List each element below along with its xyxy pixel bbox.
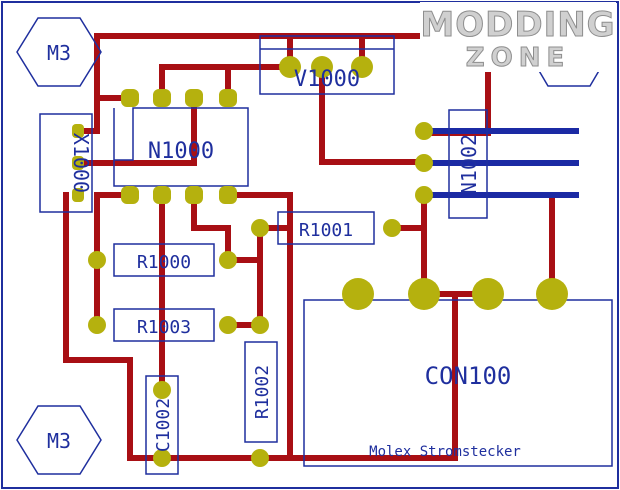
logo-line1: MODDING bbox=[420, 5, 615, 45]
pad-con100-3 bbox=[472, 278, 504, 310]
pad-n1000-3 bbox=[185, 89, 203, 107]
r1000-outline bbox=[113, 243, 215, 277]
pad-v1000-2 bbox=[311, 56, 333, 78]
pad-r1000-1 bbox=[88, 251, 106, 269]
n1002-leads bbox=[421, 128, 579, 198]
pad-n1002-2 bbox=[415, 154, 433, 172]
trace-x1000-mid bbox=[77, 95, 197, 166]
r1002-label: R1002 bbox=[252, 365, 273, 419]
n1002-outline bbox=[448, 109, 488, 219]
r1001-outline bbox=[277, 211, 375, 245]
logo-line2: ZONE bbox=[466, 43, 570, 73]
pads bbox=[72, 56, 568, 467]
mounting-hole-bottom-outline bbox=[16, 405, 102, 475]
pad-n1000-4 bbox=[219, 89, 237, 107]
con100-outline bbox=[303, 299, 613, 467]
pad-n1000-5 bbox=[219, 186, 237, 204]
pad-n1000-6 bbox=[185, 186, 203, 204]
r1000-label: R1000 bbox=[137, 252, 191, 273]
pad-n1000-1 bbox=[121, 89, 139, 107]
con100-description: Molex Stromstecker bbox=[369, 444, 521, 460]
pad-r1002-1 bbox=[251, 316, 269, 334]
n1000-label: N1000 bbox=[148, 139, 214, 164]
pad-x1000-1 bbox=[72, 124, 84, 138]
c1002-label: C1002 bbox=[153, 398, 174, 452]
pad-r1002-2 bbox=[251, 449, 269, 467]
pad-c1002-2 bbox=[153, 449, 171, 467]
n1002-label: N1002 bbox=[457, 134, 481, 194]
pad-r1001-1 bbox=[251, 219, 269, 237]
x1000-outline bbox=[39, 113, 93, 213]
v1000-outline bbox=[259, 35, 395, 95]
labels: M3 M3 V1000 N1000 X1000 N1002 R1000 R100… bbox=[47, 41, 521, 460]
pad-n1002-3 bbox=[415, 186, 433, 204]
modding-zone-logo: MODDING ZONE bbox=[420, 2, 616, 74]
trace-v1000-mid-down bbox=[319, 64, 395, 165]
trace-n1000-pin2-up bbox=[159, 64, 293, 101]
mounting-hole-top-label: M3 bbox=[47, 41, 71, 65]
pad-n1002-1 bbox=[415, 122, 433, 140]
c1002-outline bbox=[145, 375, 179, 475]
pad-n1000-7 bbox=[153, 186, 171, 204]
pad-x1000-3 bbox=[72, 188, 84, 202]
pad-r1000-2 bbox=[219, 251, 237, 269]
mounting-hole-top-outline bbox=[16, 17, 102, 87]
x1000-label: X1000 bbox=[69, 133, 93, 193]
n1000-outline bbox=[113, 107, 249, 187]
trace-n1000-pin6 bbox=[191, 192, 231, 263]
logo-background bbox=[420, 2, 616, 72]
pad-v1000-3 bbox=[351, 56, 373, 78]
trace-n1000-pin8-left bbox=[94, 192, 133, 328]
r1003-label: R1003 bbox=[137, 317, 191, 338]
pad-v1000-1 bbox=[279, 56, 301, 78]
pad-r1003-1 bbox=[88, 316, 106, 334]
pad-r1003-2 bbox=[219, 316, 237, 334]
pad-c1002-1 bbox=[153, 381, 171, 399]
mounting-hole-bottom-label: M3 bbox=[47, 429, 71, 453]
r1003-outline bbox=[113, 308, 215, 342]
silkscreen bbox=[16, 17, 613, 475]
pad-n1000-8 bbox=[121, 186, 139, 204]
con100-label: CON100 bbox=[425, 362, 512, 390]
r1002-outline bbox=[244, 341, 278, 443]
pad-x1000-2 bbox=[72, 156, 84, 170]
pad-con100-1 bbox=[342, 278, 374, 310]
pad-con100-2 bbox=[408, 278, 440, 310]
trace-bottom-to-con bbox=[257, 291, 458, 461]
r1001-label: R1001 bbox=[299, 220, 353, 241]
pad-con100-4 bbox=[536, 278, 568, 310]
v1000-label: V1000 bbox=[294, 67, 360, 92]
trace-n1000-pin5-right bbox=[225, 192, 293, 461]
pad-n1000-2 bbox=[153, 89, 171, 107]
pad-r1001-2 bbox=[383, 219, 401, 237]
